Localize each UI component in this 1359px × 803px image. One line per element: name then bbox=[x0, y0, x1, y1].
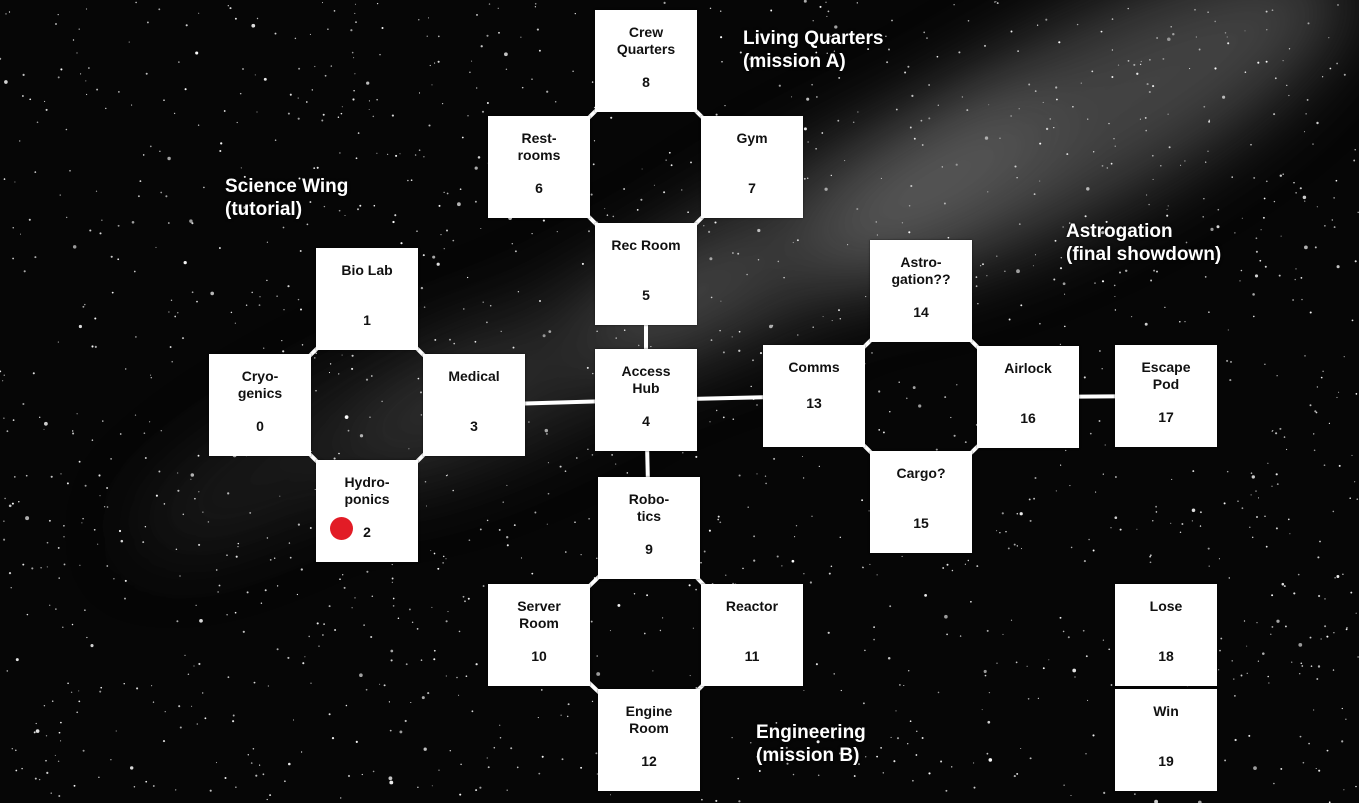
room-number: 13 bbox=[806, 395, 822, 411]
room-number: 5 bbox=[642, 287, 650, 303]
room-name: Astro- gation?? bbox=[891, 254, 951, 287]
room-name: Cryo- genics bbox=[237, 368, 283, 401]
room-bio-lab[interactable]: Bio Lab 1 bbox=[316, 248, 418, 350]
zone-label-astrogation: Astrogation (final showdown) bbox=[1066, 221, 1222, 265]
room-cargo[interactable]: Cargo? 15 bbox=[870, 451, 972, 553]
room-restrooms[interactable]: Rest- rooms 6 bbox=[488, 116, 590, 218]
room-comms[interactable]: Comms 13 bbox=[763, 345, 865, 447]
room-name: Comms bbox=[788, 359, 840, 375]
room-crew-quarters[interactable]: Crew Quarters 8 bbox=[595, 10, 697, 112]
zone-label-science: Science Wing (tutorial) bbox=[225, 176, 349, 220]
room-number: 3 bbox=[470, 418, 478, 434]
room-gym[interactable]: Gym 7 bbox=[701, 116, 803, 218]
room-number: 0 bbox=[256, 418, 264, 434]
room-cryogenics[interactable]: Cryo- genics 0 bbox=[209, 354, 311, 456]
room-number: 16 bbox=[1020, 410, 1036, 426]
room-name: Gym bbox=[736, 130, 768, 146]
room-name: Medical bbox=[448, 368, 500, 384]
room-name: Rec Room bbox=[611, 237, 681, 253]
room-number: 2 bbox=[363, 524, 371, 540]
room-name: Cargo? bbox=[896, 465, 946, 481]
room-win[interactable]: Win 19 bbox=[1115, 689, 1217, 791]
room-number: 9 bbox=[645, 541, 653, 557]
room-rec-room[interactable]: Rec Room 5 bbox=[595, 223, 697, 325]
room-name: Lose bbox=[1149, 598, 1183, 614]
room-astrogation[interactable]: Astro- gation?? 14 bbox=[870, 240, 972, 342]
zone-label-engineering: Engineering (mission B) bbox=[756, 722, 866, 766]
room-number: 14 bbox=[913, 304, 929, 320]
room-number: 7 bbox=[748, 180, 756, 196]
room-escape-pod[interactable]: Escape Pod 17 bbox=[1115, 345, 1217, 447]
room-server-room[interactable]: Server Room 10 bbox=[488, 584, 590, 686]
room-name: Access Hub bbox=[621, 363, 671, 396]
room-name: Rest- rooms bbox=[517, 130, 561, 163]
room-engine-room[interactable]: Engine Room 12 bbox=[598, 689, 700, 791]
player-token[interactable] bbox=[330, 517, 353, 540]
room-access-hub[interactable]: Access Hub 4 bbox=[595, 349, 697, 451]
room-number: 10 bbox=[531, 648, 547, 664]
room-name: Reactor bbox=[725, 598, 779, 614]
room-number: 17 bbox=[1158, 409, 1174, 425]
room-name: Engine Room bbox=[625, 703, 673, 736]
room-number: 19 bbox=[1158, 753, 1174, 769]
room-name: Airlock bbox=[1004, 360, 1052, 376]
room-reactor[interactable]: Reactor 11 bbox=[701, 584, 803, 686]
room-number: 6 bbox=[535, 180, 543, 196]
room-robotics[interactable]: Robo- tics 9 bbox=[598, 477, 700, 579]
room-name: Escape Pod bbox=[1141, 359, 1191, 392]
zone-label-living: Living Quarters (mission A) bbox=[743, 28, 884, 72]
room-hydroponics[interactable]: Hydro- ponics 2 bbox=[316, 460, 418, 562]
room-name: Hydro- ponics bbox=[344, 474, 390, 507]
room-name: Win bbox=[1153, 703, 1179, 719]
room-name: Bio Lab bbox=[341, 262, 393, 278]
room-name: Server Room bbox=[517, 598, 561, 631]
room-number: 15 bbox=[913, 515, 929, 531]
room-number: 11 bbox=[744, 648, 760, 664]
room-airlock[interactable]: Airlock 16 bbox=[977, 346, 1079, 448]
room-medical[interactable]: Medical 3 bbox=[423, 354, 525, 456]
room-number: 12 bbox=[641, 753, 657, 769]
room-number: 4 bbox=[642, 413, 650, 429]
room-lose[interactable]: Lose 18 bbox=[1115, 584, 1217, 686]
room-number: 1 bbox=[363, 312, 371, 328]
room-name: Robo- tics bbox=[628, 491, 670, 524]
room-name: Crew Quarters bbox=[616, 24, 676, 57]
room-number: 8 bbox=[642, 74, 650, 90]
room-number: 18 bbox=[1158, 648, 1174, 664]
